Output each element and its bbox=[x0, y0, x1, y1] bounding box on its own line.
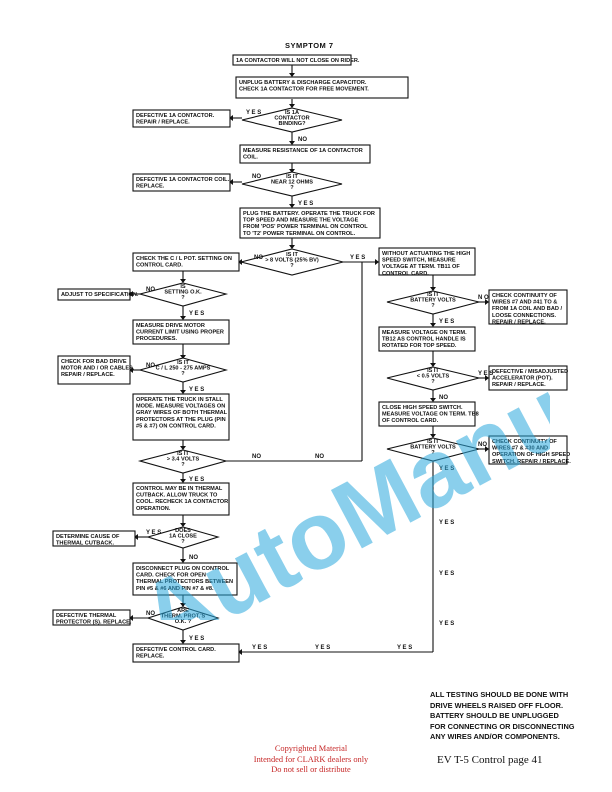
box-defective-contactor: DEFECTIVE 1A CONTACTOR.REPAIR / REPLACE. bbox=[136, 113, 215, 126]
copyright-notice: Copyrighted Material Intended for CLARK … bbox=[236, 744, 386, 776]
label-no: NO bbox=[146, 363, 155, 369]
label-no: NO bbox=[478, 442, 487, 448]
box-close-hs: CLOSE HIGH SPEED SWITCH.MEASURE VOLTAGE … bbox=[382, 405, 479, 424]
copyright-line: Intended for CLARK dealers only bbox=[253, 754, 369, 764]
label-yes: Y E S bbox=[189, 387, 204, 393]
note-line: ALL TESTING SHOULD BE DONE WITH bbox=[430, 690, 569, 699]
label-no: NO bbox=[252, 454, 261, 460]
box-defective-coil: DEFECTIVE 1A CONTACTOR COIL.REPLACE. bbox=[136, 177, 230, 190]
box-defective-card: DEFECTIVE CONTROL CARD.REPLACE. bbox=[136, 647, 216, 660]
label-yes: Y E S bbox=[252, 645, 267, 651]
label-yes: Y E S bbox=[298, 201, 313, 207]
label-yes: Y E S bbox=[315, 645, 330, 651]
note-line: DRIVE WHEELS RAISED OFF FLOOR. bbox=[430, 700, 564, 710]
label-yes: Y E S bbox=[439, 319, 454, 325]
label-no: NO bbox=[189, 555, 198, 561]
decision-v05: IS IT< 0.5 VOLTS? bbox=[417, 368, 450, 385]
label-yes: Y E S bbox=[478, 371, 493, 377]
label-yes: Y E S bbox=[146, 530, 161, 536]
label-no: NO bbox=[252, 174, 261, 180]
label-yes: Y E S bbox=[246, 110, 261, 116]
label-no: NO bbox=[146, 287, 155, 293]
label-yes: Y E S bbox=[439, 520, 454, 526]
decision-v34: IS IT> 3.4 VOLTS? bbox=[167, 451, 200, 468]
label-yes: Y E S bbox=[439, 621, 454, 627]
label-yes: Y E S bbox=[439, 466, 454, 472]
branch-labels: Y E S NO NO Y E S NO Y E S NO Y E S NO Y… bbox=[146, 110, 493, 651]
label-no: N O bbox=[478, 295, 489, 301]
label-no: NO bbox=[298, 137, 307, 143]
box-unplug: UNPLUG BATTERY & DISCHARGE CAPACITOR.CHE… bbox=[239, 80, 369, 93]
flowchart-texts: 1A CONTACTOR WILL NOT CLOSE ON RIDER. UNP… bbox=[56, 58, 571, 660]
label-no: NO bbox=[146, 611, 155, 617]
note-line: BATTERY SHOULD BE UNPLUGGED bbox=[430, 711, 559, 720]
label-yes: Y E S bbox=[397, 645, 412, 651]
box-adjust-spec: ADJUST TO SPECIFICATION. bbox=[61, 292, 139, 298]
box-start: 1A CONTACTOR WILL NOT CLOSE ON RIDER. bbox=[236, 58, 360, 64]
label-yes: Y E S bbox=[189, 311, 204, 317]
label-yes: Y E S bbox=[189, 636, 204, 642]
label-no: NO bbox=[439, 395, 448, 401]
copyright-line: Copyrighted Material bbox=[274, 744, 348, 753]
arrowheads bbox=[129, 73, 489, 655]
note-line: ANY WIRES AND/OR COMPONENTS. bbox=[430, 732, 560, 741]
page-title: SYMPTOM 7 bbox=[285, 41, 334, 50]
process-boxes bbox=[52, 54, 568, 663]
label-yes: Y E S bbox=[350, 255, 365, 261]
label-yes: Y E S bbox=[189, 477, 204, 483]
page-label: EV T-5 Control page 41 bbox=[437, 754, 543, 766]
note-line: FOR CONNECTING OR DISCONNECTING bbox=[430, 721, 575, 731]
label-no: NO bbox=[254, 255, 263, 261]
box-measure-tb12: MEASURE VOLTAGE ON TERM.TB12 AS CONTROL … bbox=[382, 330, 467, 349]
decision-volts8: IS IT> 8 VOLTS (25% BV)? bbox=[265, 252, 319, 269]
label-no: NO bbox=[315, 454, 324, 460]
testing-note: ALL TESTING SHOULD BE DONE WITH DRIVE WH… bbox=[430, 690, 595, 743]
decision-diamonds bbox=[137, 107, 480, 631]
label-yes: Y E S bbox=[439, 571, 454, 577]
copyright-line: Do not sell or distribute bbox=[271, 765, 351, 774]
